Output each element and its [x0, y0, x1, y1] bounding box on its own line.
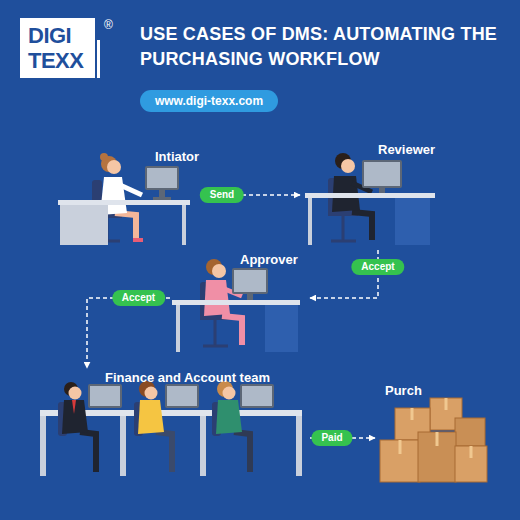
initiator-scene-part [115, 213, 136, 240]
website-pill: www.digi-texx.com [140, 90, 278, 112]
initiator-scene-part [58, 200, 190, 205]
initiator-scene-part [153, 197, 171, 200]
package-boxes [380, 398, 487, 482]
team-station: Finance and Account team [35, 368, 310, 485]
reviewer-scene-part [395, 198, 430, 245]
initiator-scene-part [120, 185, 142, 195]
approver-scene-part [203, 345, 228, 348]
package-boxes-part [470, 446, 473, 458]
node-label: DIGI TEXX [28, 23, 90, 73]
approver-scene-part [204, 280, 230, 316]
package-boxes-part [399, 440, 402, 454]
dashed-connector [310, 437, 375, 439]
finance-scene-part [90, 386, 120, 406]
package-boxes-part [445, 398, 448, 410]
finance-scene-part [69, 387, 82, 400]
status-pill: Paid [311, 430, 352, 446]
finance-scene-part [145, 387, 158, 400]
status-pill: Accept [112, 290, 165, 306]
node-label: Intiator [155, 149, 199, 165]
finance-scene-part [234, 432, 250, 472]
approver-scene-part [247, 294, 253, 300]
initiator-scene-part [147, 168, 177, 188]
reviewer-scene-part [342, 216, 345, 240]
initiator-scene-part [100, 153, 108, 161]
finance-scene-part [40, 416, 46, 476]
logo-stripe-part [97, 40, 100, 78]
approver-scene-part [234, 270, 266, 292]
finance-scene-part [240, 384, 274, 408]
finance-scene-part [138, 400, 164, 434]
reviewer-scene-part [331, 240, 356, 243]
status-pill: Accept [351, 259, 404, 275]
finance-scene-part [296, 416, 302, 476]
node-label: Finance and Account team [105, 370, 270, 386]
package-boxes-part [411, 408, 414, 420]
reviewer-scene-part [305, 193, 435, 198]
initiator-scene-part [159, 190, 165, 198]
logo-stripe [97, 40, 100, 78]
approver-scene-part [212, 264, 226, 278]
node-label: Approver [240, 252, 298, 268]
package-boxes-part [418, 432, 456, 482]
approver-scene-part [222, 316, 242, 345]
logo-box: DIGI TEXX [20, 18, 95, 78]
title: USE CASES OF DMS: AUTOMATING THE PURCHAS… [140, 22, 505, 72]
finance-scene-part [62, 400, 88, 434]
reviewer-scene-part [308, 198, 312, 245]
initiator-scene-part [107, 160, 121, 174]
initiator-scene-part [60, 205, 108, 245]
approver-scene-part [232, 268, 268, 294]
dashed-connector [200, 194, 300, 196]
finance-scene-part [80, 432, 96, 472]
initiator-scene [58, 153, 190, 245]
finance-scene-part [167, 386, 197, 406]
finance-scene-part [120, 416, 126, 476]
reviewer-scene-part [341, 159, 355, 173]
package-boxes-part [455, 418, 485, 446]
node-label: Reviewer [378, 142, 435, 158]
approver-scene-part [214, 320, 217, 345]
finance-scene-part [165, 384, 199, 408]
role-station: Reviewer [300, 140, 440, 250]
dashed-connector [310, 250, 378, 298]
approver-scene-part [265, 305, 298, 352]
approver-scene-part [172, 300, 300, 305]
finance-scene-part [72, 400, 76, 414]
initiator-scene-part [145, 166, 179, 190]
reviewer-scene [305, 153, 435, 245]
role-station: Approver [170, 250, 310, 355]
package-boxes-part [436, 432, 439, 446]
reviewer-scene-part [379, 188, 385, 193]
finance-scene-part [223, 387, 236, 400]
reviewer-scene-part [352, 212, 372, 240]
role-station: Intiator [55, 145, 200, 245]
initiator-scene-part [133, 238, 143, 242]
purchase-goods: Purch [375, 380, 490, 490]
approver-scene-part [176, 305, 180, 352]
package-boxes-part [455, 446, 487, 482]
finance-scene-part [156, 432, 172, 472]
finance-scene [40, 381, 302, 476]
package-boxes-part [380, 440, 420, 482]
dashed-connector [87, 298, 170, 368]
reviewer-scene-part [364, 162, 400, 186]
finance-scene-part [242, 386, 272, 406]
node-label: www.digi-texx.com [140, 90, 278, 112]
finance-scene-part [216, 400, 242, 434]
finance-scene-part [88, 384, 122, 408]
node-label: Purch [385, 383, 422, 399]
status-pill: Send [200, 187, 244, 203]
finance-scene-part [200, 416, 206, 476]
approver-scene [172, 259, 300, 352]
initiator-scene-part [182, 205, 186, 245]
trademark-mark: ® [104, 18, 113, 32]
reviewer-scene-part [362, 160, 402, 188]
